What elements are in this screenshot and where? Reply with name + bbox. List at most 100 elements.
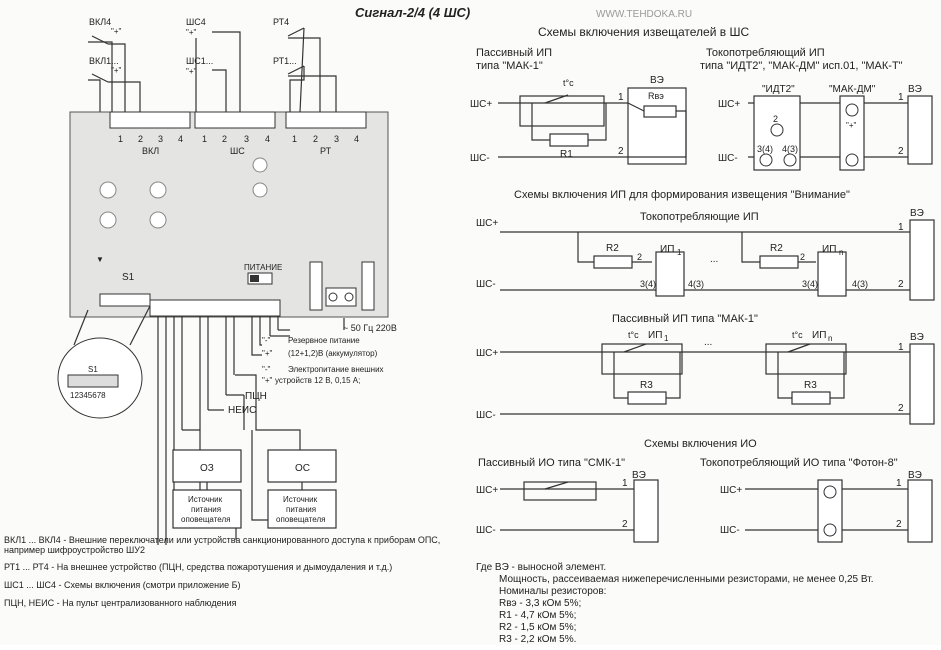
svg-text:1: 1 xyxy=(622,478,628,489)
svg-text:2: 2 xyxy=(222,134,227,144)
svg-text:РТ1...: РТ1... xyxy=(273,56,297,66)
svg-text:2: 2 xyxy=(622,519,628,530)
svg-text:ИП: ИП xyxy=(648,330,662,341)
rt-output-4: РТ4 xyxy=(273,17,321,113)
reserve-power-label: Резервное питание xyxy=(288,336,360,345)
svg-text:ИП: ИП xyxy=(660,244,674,255)
ipn-attention xyxy=(817,251,847,297)
svg-text:питания: питания xyxy=(191,505,221,514)
svg-text:Источник: Источник xyxy=(283,495,318,504)
svg-text:типа "ИДТ2", "МАК-ДМ" исп.01,: типа "ИДТ2", "МАК-ДМ" исп.01, "МАК-Т" xyxy=(700,60,903,72)
ve-element-current xyxy=(907,95,933,165)
svg-text:▼: ▼ xyxy=(96,255,104,264)
resistor-rve xyxy=(643,105,677,118)
ext-power-sub: устройств 12 В, 0,15 А; xyxy=(275,376,360,385)
scheme-current-ip: Токопотребляющий ИП типа "ИДТ2", "МАК-ДМ… xyxy=(700,47,933,171)
svg-text:"+": "+" xyxy=(186,67,197,76)
notes-left: ВКЛ1 ... ВКЛ4 - Внешние переключатели ил… xyxy=(4,535,440,608)
os-box xyxy=(267,449,337,483)
svg-text:Схемы включения ИО: Схемы включения ИО xyxy=(644,438,757,450)
power-terminal-block xyxy=(309,261,323,311)
svg-text:Номиналы резисторов:: Номиналы резисторов: xyxy=(499,586,606,597)
svg-text:ВЭ: ВЭ xyxy=(908,84,922,95)
svg-text:2: 2 xyxy=(800,252,805,262)
svg-text:ШС+: ШС+ xyxy=(476,348,498,359)
svg-text:R3: R3 xyxy=(640,380,653,391)
svg-text:ШС-: ШС- xyxy=(720,525,740,536)
svg-text:ОС: ОС xyxy=(295,463,310,474)
os-power-source xyxy=(267,489,337,529)
scheme-io: Схемы включения ИО Пассивный ИО типа "СМ… xyxy=(476,438,933,543)
svg-text:ВКЛ1...: ВКЛ1... xyxy=(89,56,119,66)
svg-text:Пассивный ИО типа "СМК-1": Пассивный ИО типа "СМК-1" xyxy=(478,457,625,469)
svg-text:4: 4 xyxy=(354,134,359,144)
svg-text:n: n xyxy=(828,334,832,343)
svg-text:ШС-: ШС- xyxy=(470,153,490,164)
svg-text:ВКЛ4: ВКЛ4 xyxy=(89,17,111,27)
svg-text:2: 2 xyxy=(898,146,904,157)
device-block: ВКЛ4 "+" ВКЛ1... "+" ШС4 "+" ШС1... "+" … xyxy=(57,17,397,545)
mak1-sensor-box xyxy=(519,95,605,127)
scheme-passive-mak1: Пассивный ИП типа "МАК-1" ШС+ ШС- t°c ИП… xyxy=(476,313,935,425)
svg-text:"МАК-ДМ": "МАК-ДМ" xyxy=(829,84,876,95)
svg-text:4: 4 xyxy=(265,134,270,144)
svg-text:ОЗ: ОЗ xyxy=(200,463,214,474)
svg-text:Токопотребляющий ИП: Токопотребляющий ИП xyxy=(706,47,825,59)
svg-text:2: 2 xyxy=(898,279,904,290)
svg-text:ШС-: ШС- xyxy=(476,279,496,290)
dip-numbers: 12345678 xyxy=(70,391,106,400)
svg-text:t°c: t°c xyxy=(628,330,639,340)
ext-power-label: Электропитание внешних xyxy=(288,365,384,374)
svg-text:"-": "-" xyxy=(262,336,271,345)
svg-text:3(4): 3(4) xyxy=(640,279,656,289)
svg-text:Источник: Источник xyxy=(188,495,223,504)
shs-input-4: ШС4 "+" xyxy=(186,17,241,112)
svg-text:1: 1 xyxy=(292,134,297,144)
svg-text:R3 - 2,2 кОм 5%.: R3 - 2,2 кОм 5%. xyxy=(499,634,576,645)
svg-text:2: 2 xyxy=(896,519,902,530)
group-label-vkl: ВКЛ xyxy=(142,146,159,156)
fuse-holder xyxy=(325,287,357,307)
resistor-r1 xyxy=(549,133,589,147)
svg-text:4(3): 4(3) xyxy=(852,279,868,289)
svg-text:2: 2 xyxy=(773,114,778,124)
svg-text:4(3): 4(3) xyxy=(782,144,798,154)
resistor-r2-first xyxy=(593,255,633,269)
oz-power-source xyxy=(172,489,242,529)
svg-text:3(4): 3(4) xyxy=(802,279,818,289)
s1-label: S1 xyxy=(122,272,135,283)
svg-text:ШС-: ШС- xyxy=(476,410,496,421)
svg-text:ВЭ: ВЭ xyxy=(910,208,924,219)
rt-output-1: РТ1... xyxy=(273,56,337,112)
svg-text:ИП: ИП xyxy=(822,244,836,255)
group-label-shs: ШС xyxy=(230,146,245,156)
pcn-label: ПЦН xyxy=(245,391,267,402)
resistor-r2-second xyxy=(759,255,799,269)
svg-text:ШС1 ... ШС4 - Схемы включения: ШС1 ... ШС4 - Схемы включения (смотри пр… xyxy=(4,580,241,590)
svg-text:ШС4: ШС4 xyxy=(186,17,206,27)
svg-text:РТ4: РТ4 xyxy=(273,17,289,27)
svg-text:"+": "+" xyxy=(262,376,273,385)
svg-text:2: 2 xyxy=(138,134,143,144)
mains-label: ~ 50 Гц 220В xyxy=(343,323,397,333)
ve-element-mak1 xyxy=(909,343,935,425)
svg-text:РТ1 ... РТ4 - На внешнее устро: РТ1 ... РТ4 - На внешнее устройство (ПЦН… xyxy=(4,562,392,572)
svg-text:"+": "+" xyxy=(846,121,857,130)
watermark-url: WWW.TEHDOKA.RU xyxy=(596,9,692,20)
svg-text:Пассивный ИП: Пассивный ИП xyxy=(476,47,552,59)
svg-text:ШС+: ШС+ xyxy=(470,99,492,110)
dip-switch-s1 xyxy=(99,293,151,307)
ve-element-passive xyxy=(627,87,687,165)
svg-text:"ИДТ2": "ИДТ2" xyxy=(762,84,795,95)
svg-text:"+": "+" xyxy=(186,28,197,37)
svg-text:Rвэ: Rвэ xyxy=(648,91,664,101)
svg-text:R1: R1 xyxy=(560,149,573,160)
bottom-terminal-strip xyxy=(149,299,281,317)
svg-text:ВКЛ1 ... ВКЛ4 - Внешние перекл: ВКЛ1 ... ВКЛ4 - Внешние переключатели ил… xyxy=(4,535,440,545)
diagram-title: Сигнал-2/4 (4 ШС) xyxy=(355,5,470,20)
svg-text:"+": "+" xyxy=(111,27,122,36)
svg-text:Токопотребляющий ИО типа "Фот: Токопотребляющий ИО типа "Фотон-8" xyxy=(700,457,898,469)
svg-text:3(4): 3(4) xyxy=(757,144,773,154)
svg-text:3: 3 xyxy=(244,134,249,144)
ve-element-foton8 xyxy=(907,479,933,543)
